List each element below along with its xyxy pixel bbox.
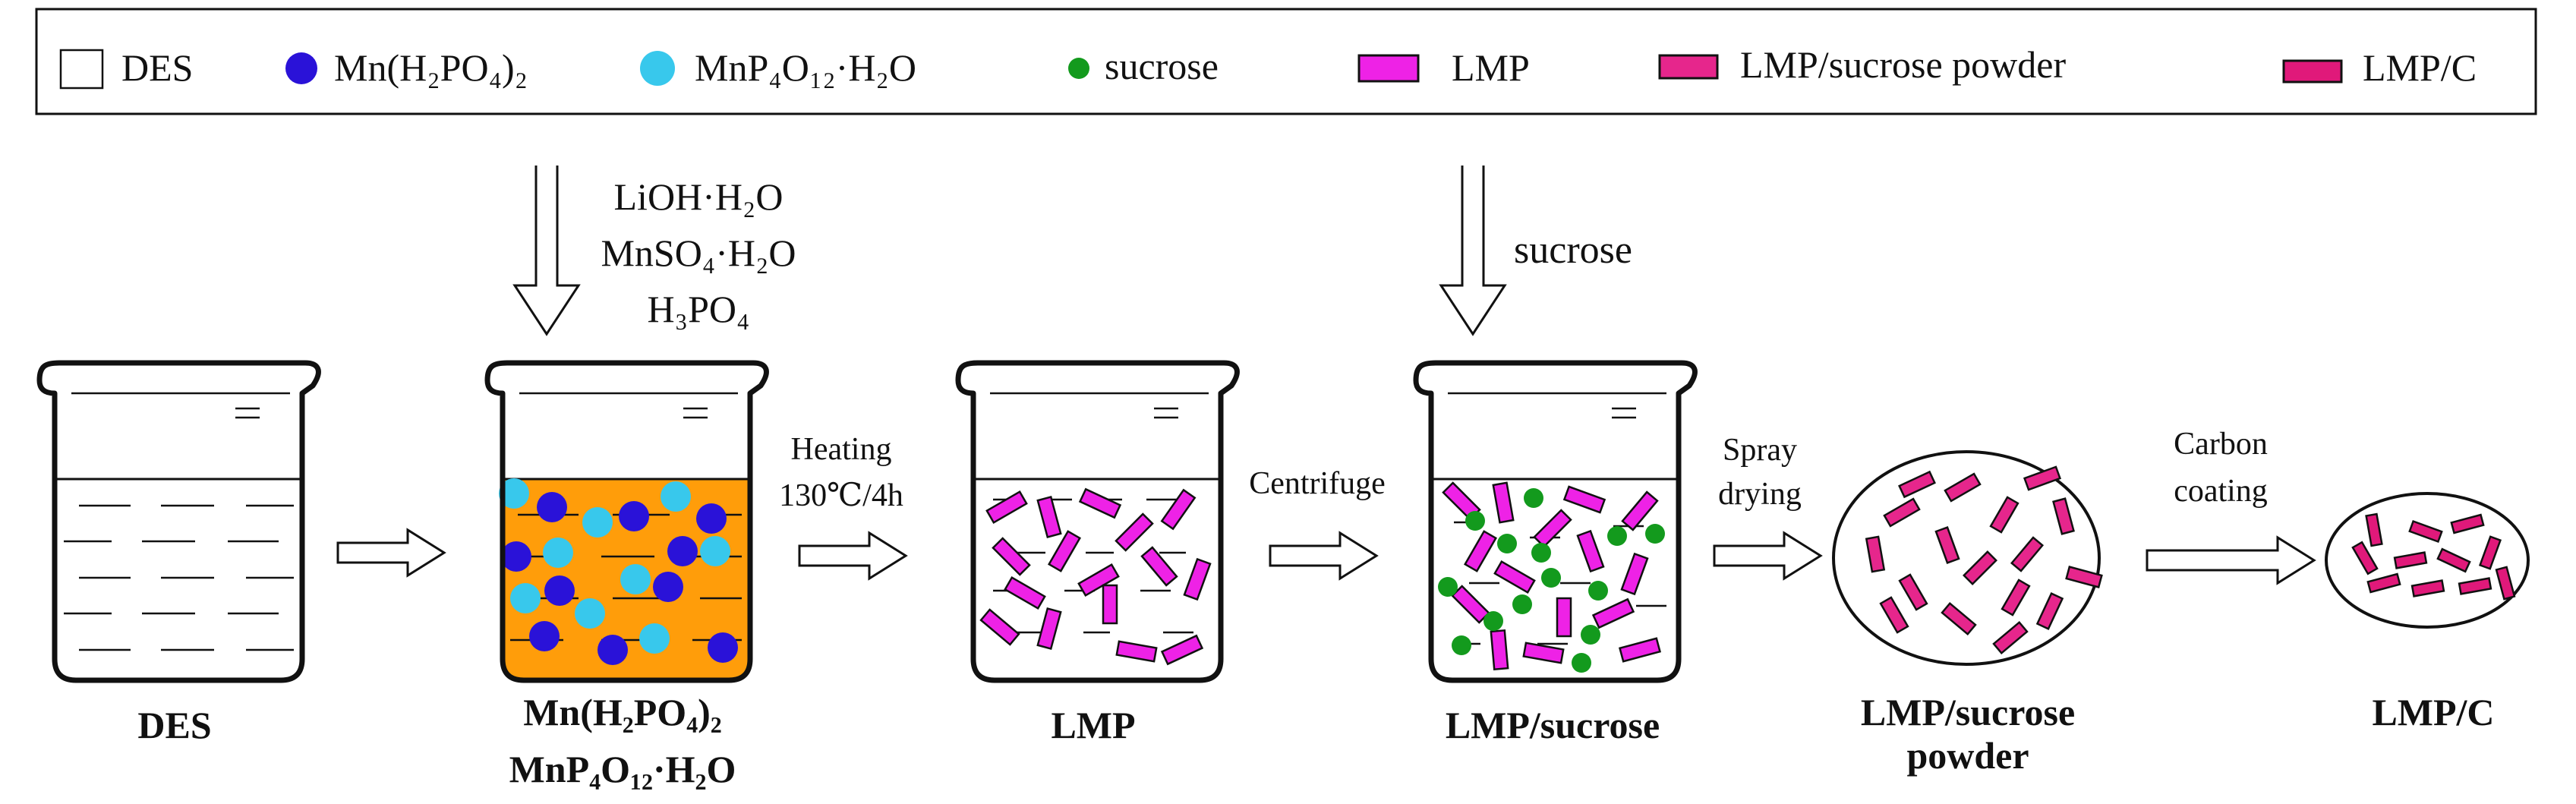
legend-lmp-swatch bbox=[1357, 54, 1420, 83]
beaker-lmp-sucrose bbox=[1416, 363, 1695, 680]
legend-des-swatch bbox=[59, 49, 104, 90]
mn-h2po4-particles bbox=[501, 492, 738, 665]
stage-label-mn-line1: Mn(H₂PO₄)₂ bbox=[523, 691, 722, 733]
reagent-mnso4: MnSO₄·H₂O bbox=[601, 232, 796, 274]
stage-label-lmp-c: LMP/C bbox=[2372, 691, 2494, 733]
beaker-lmp bbox=[958, 363, 1237, 680]
legend-lmp-sucrose-powder-label: LMP/sucrose powder bbox=[1740, 43, 2066, 86]
stage-label-powder-line1: LMP/sucrose bbox=[1861, 691, 2075, 733]
sucrose-add-arrow bbox=[1439, 164, 1506, 336]
arrow-heating bbox=[798, 531, 907, 580]
stage-label-powder-line2: powder bbox=[1906, 734, 2029, 777]
legend-lmp-label: LMP bbox=[1452, 46, 1530, 89]
legend-frame bbox=[35, 8, 2537, 115]
sucrose-particles bbox=[1438, 488, 1665, 673]
legend-lmp-sucrose-powder-swatch bbox=[1658, 54, 1719, 80]
step-spray-line1: Spray bbox=[1723, 433, 1797, 468]
sucrose-add-label: sucrose bbox=[1514, 229, 1632, 272]
reagent-arrow bbox=[513, 164, 580, 336]
arrow-centrifuge bbox=[1269, 531, 1378, 580]
legend-mn-h2po4-label: Mn(H₂PO₄)₂ bbox=[334, 46, 528, 89]
powder-particles bbox=[1865, 465, 2103, 655]
stage-label-lmp-sucrose: LMP/sucrose bbox=[1446, 704, 1660, 746]
legend-lmp-c-swatch bbox=[2282, 59, 2343, 84]
stage-label-des: DES bbox=[137, 704, 211, 746]
step-carbon-line2: coating bbox=[2174, 474, 2268, 509]
lmp-c-particles bbox=[2351, 512, 2516, 601]
stage-label-mn-line2: MnP₄O₁₂·H₂O bbox=[509, 748, 736, 790]
legend: DES Mn(H₂PO₄)₂ MnP₄O₁₂·H₂O sucrose LMP L… bbox=[35, 8, 2537, 115]
legend-sucrose-label: sucrose bbox=[1105, 45, 1219, 87]
step-heating-line2: 130℃/4h bbox=[779, 478, 903, 513]
step-heating-line1: Heating bbox=[791, 432, 892, 467]
arrow-carbon-coating bbox=[2146, 535, 2316, 585]
reagent-h3po4: H₃PO₄ bbox=[648, 288, 750, 330]
step-carbon-line1: Carbon bbox=[2174, 427, 2268, 462]
arrow-des-to-mn bbox=[336, 528, 446, 577]
lmp-particles bbox=[1442, 481, 1662, 671]
mnp4o12-particles bbox=[499, 478, 730, 654]
powder-ellipse bbox=[1832, 450, 2103, 666]
step-spray-line2: drying bbox=[1718, 477, 1802, 512]
legend-mnp4o12-label: MnP₄O₁₂·H₂O bbox=[695, 46, 916, 89]
reagent-lioh: LiOH·H₂O bbox=[614, 175, 784, 218]
legend-des-label: DES bbox=[121, 46, 193, 89]
legend-lmp-c-label: LMP/C bbox=[2363, 46, 2477, 89]
beaker-des bbox=[39, 363, 318, 680]
legend-mn-h2po4-swatch bbox=[285, 52, 317, 84]
legend-mnp4o12-swatch bbox=[640, 51, 675, 86]
arrow-spray-drying bbox=[1713, 531, 1822, 580]
lmp-c-ellipse bbox=[2325, 492, 2530, 629]
stage-label-lmp: LMP bbox=[1051, 704, 1135, 746]
step-centrifuge: Centrifuge bbox=[1249, 466, 1386, 501]
beaker-mn bbox=[480, 363, 784, 684]
lmp-particles bbox=[979, 487, 1212, 666]
legend-sucrose-swatch bbox=[1068, 58, 1089, 79]
